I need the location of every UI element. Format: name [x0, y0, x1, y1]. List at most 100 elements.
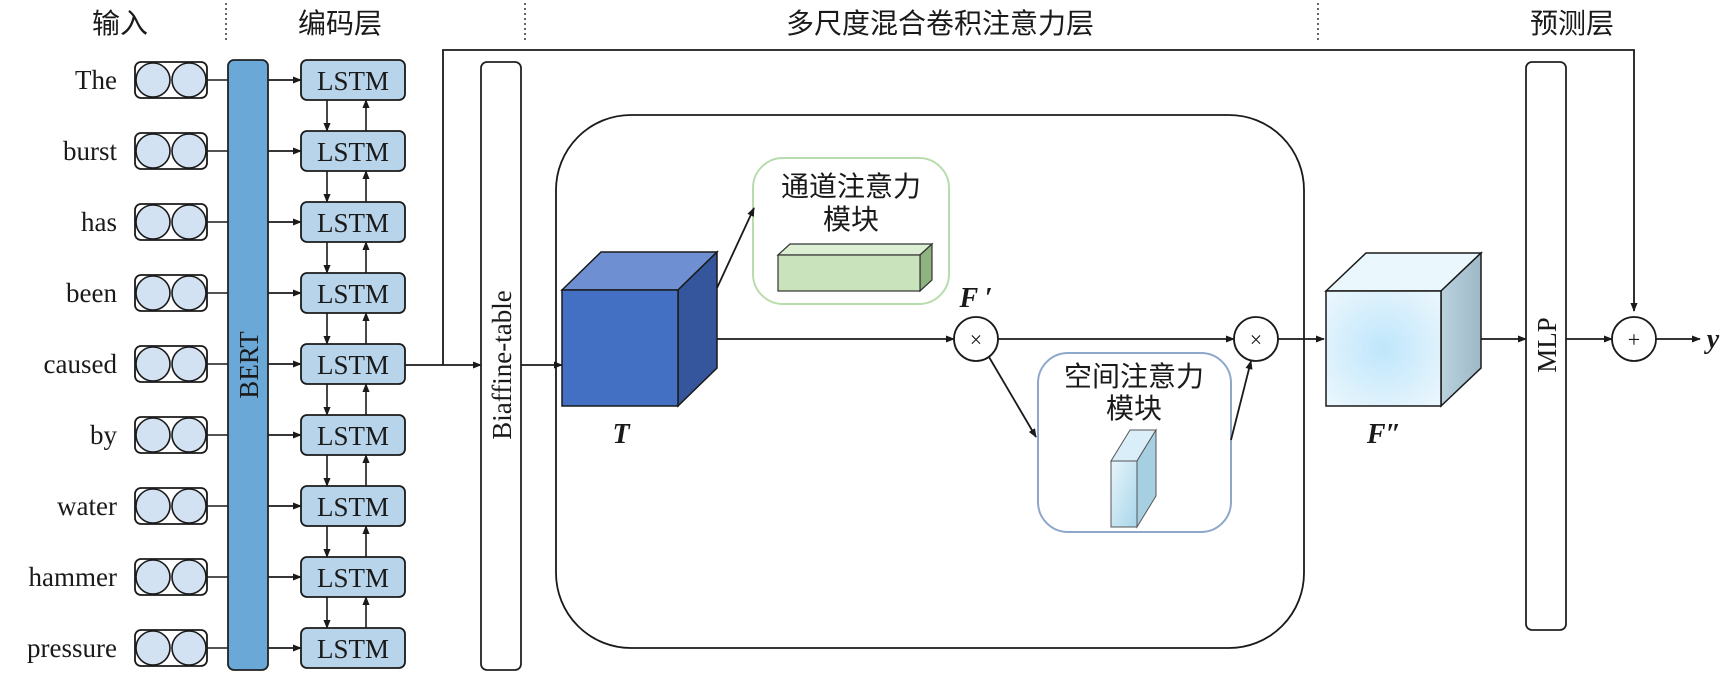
header-attention: 多尺度混合卷积注意力层 — [786, 8, 1094, 40]
cube-T-front — [561, 289, 679, 407]
row-5: by LSTM — [90, 414, 406, 456]
lstm-bidirectional-links — [323, 99, 370, 629]
label-T: T — [612, 419, 631, 450]
multiply-node-2: × — [1233, 316, 1279, 362]
token-circle-left — [135, 559, 171, 595]
token-circle-left — [135, 204, 171, 240]
T-to-channel-arrow — [716, 207, 755, 289]
row-6: water LSTM — [57, 485, 406, 527]
multiply-1-to-spatial-arrow — [988, 356, 1037, 438]
header-prediction: 预测层 — [1530, 9, 1614, 40]
spatial-attention-module: 空间注意力 模块 — [1037, 352, 1232, 533]
input-word: pressure — [27, 633, 117, 663]
token-circle-right — [171, 275, 207, 311]
mlp-bar — [1525, 61, 1567, 631]
lstm-label: LSTM — [317, 492, 389, 522]
multiply-node-1: × — [953, 316, 999, 362]
token-circle-right — [171, 488, 207, 524]
add-symbol: + — [1628, 327, 1640, 352]
biaffine-block: Biaffine-table — [480, 61, 522, 671]
cube-T — [560, 250, 719, 408]
multiply-symbol-2: × — [1250, 327, 1262, 352]
input-word: been — [66, 278, 117, 308]
spatial-to-multiply-2-arrow — [1230, 360, 1253, 441]
lstm-box — [300, 343, 406, 385]
label-F-prime: F ′ — [958, 283, 992, 314]
token-circle-left — [135, 133, 171, 169]
cube-F-double-prime — [1324, 251, 1483, 408]
cube-F2-front — [1325, 290, 1442, 407]
token-circle-left — [135, 417, 171, 453]
channel-attention-module: 通道注意力 模块 — [752, 157, 950, 305]
channel-module-title-1: 通道注意力 — [781, 171, 921, 203]
biaffine-label: Biaffine-table — [487, 290, 517, 439]
lstm-box — [300, 59, 406, 101]
label-F-double-prime: F″ — [1366, 419, 1401, 450]
header-input: 输入 — [92, 8, 148, 40]
spatial-module-title-1: 空间注意力 — [1064, 361, 1204, 393]
lstm-box — [300, 272, 406, 314]
row-4: caused LSTM — [44, 343, 406, 385]
lstm-label: LSTM — [317, 137, 389, 167]
token-circle-left — [135, 275, 171, 311]
input-word: hammer — [29, 562, 117, 592]
lstm-label: LSTM — [317, 634, 389, 664]
lstm-box — [300, 414, 406, 456]
lstm-box — [300, 627, 406, 669]
output-label-y: y — [1704, 324, 1720, 355]
lstm-box — [300, 556, 406, 598]
skip-connection-arrow — [442, 49, 1638, 365]
attention-container — [555, 114, 1305, 649]
mlp-label: MLP — [1532, 317, 1562, 373]
input-word: water — [57, 491, 117, 521]
row-7: hammer LSTM — [29, 556, 406, 598]
lstm-box — [300, 130, 406, 172]
multiply-symbol-1: × — [970, 327, 982, 352]
spatial-slab-front — [1110, 460, 1138, 528]
row-3: been LSTM — [66, 272, 406, 314]
lstm-label: LSTM — [317, 279, 389, 309]
lstm-label: LSTM — [317, 350, 389, 380]
biaffine-bar — [480, 61, 522, 671]
spatial-module-title-2: 模块 — [1106, 393, 1162, 425]
header-row: 输入 编码层 多尺度混合卷积注意力层 预测层 — [92, 3, 1614, 40]
channel-bar-front — [777, 254, 921, 292]
input-word: burst — [63, 136, 117, 166]
token-circle-right — [171, 133, 207, 169]
token-circle-right — [171, 346, 207, 382]
input-word: caused — [44, 349, 118, 379]
input-word: by — [90, 420, 118, 450]
lstm-label: LSTM — [317, 208, 389, 238]
encoder-output-connections — [405, 49, 1638, 369]
token-circle-left — [135, 346, 171, 382]
token-circle-right — [171, 204, 207, 240]
token-circle-right — [171, 559, 207, 595]
channel-module-title-2: 模块 — [823, 204, 879, 236]
lstm-label: LSTM — [317, 66, 389, 96]
token-circle-right — [171, 417, 207, 453]
header-encoding: 编码层 — [298, 8, 382, 40]
bert-label: BERT — [234, 331, 264, 399]
row-2: has LSTM — [81, 201, 406, 243]
input-word: The — [75, 65, 117, 95]
row-8: pressure LSTM — [27, 627, 406, 669]
row-1: burst LSTM — [63, 130, 406, 172]
lstm-box — [300, 485, 406, 527]
lstm-label: LSTM — [317, 421, 389, 451]
channel-bar-top — [776, 243, 934, 256]
token-circle-left — [135, 630, 171, 666]
token-circle-left — [135, 62, 171, 98]
bert-block: BERT — [227, 59, 269, 671]
row-0: The LSTM — [75, 59, 406, 101]
lstm-box — [300, 201, 406, 243]
mlp-block: MLP — [1525, 61, 1567, 631]
token-circle-right — [171, 62, 207, 98]
input-word: has — [81, 207, 117, 237]
add-node: + — [1611, 316, 1657, 362]
lstm-label: LSTM — [317, 563, 389, 593]
token-circle-right — [171, 630, 207, 666]
token-circle-left — [135, 488, 171, 524]
bert-bar — [227, 59, 269, 671]
